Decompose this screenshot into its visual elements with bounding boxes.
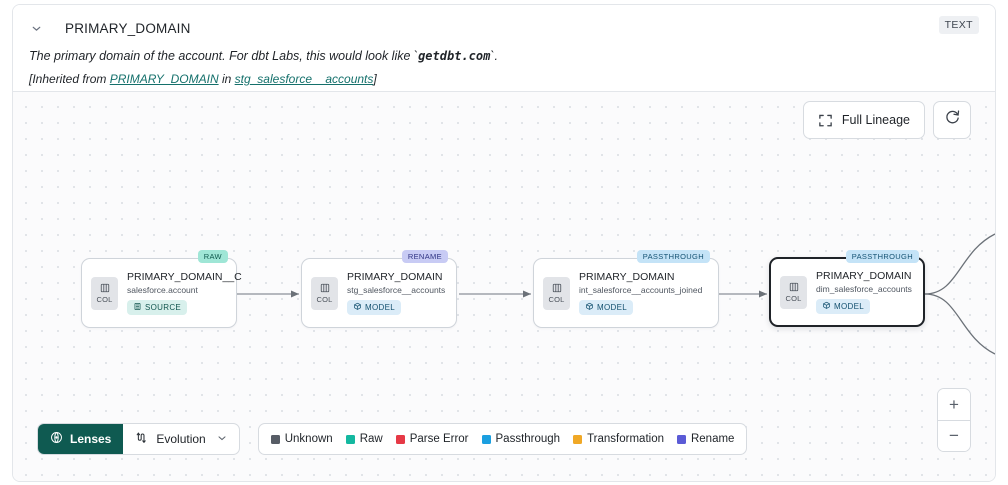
evolution-button[interactable]: Evolution — [123, 424, 238, 454]
node-2-pill: RENAME — [401, 250, 448, 263]
description-suffix: `. — [490, 49, 498, 63]
expand-corners-icon — [818, 113, 833, 128]
legend-item-rename: Rename — [676, 433, 735, 445]
type-badge: TEXT — [938, 16, 979, 34]
node-2-col-icon: COL — [311, 276, 338, 310]
inherited-from-note: [Inherited from PRIMARY_DOMAIN in stg_sa… — [29, 72, 979, 86]
edge-out-top — [924, 233, 995, 295]
node-1-subtitle: salesforce.account — [127, 285, 198, 295]
legend-label-passthrough: Passthrough — [495, 433, 561, 445]
lineage-node-4[interactable]: PASSTHROUGH COL PRIMARY_DOMAIN dim_sales… — [769, 250, 925, 327]
legend-swatch-unknown — [270, 434, 280, 444]
bottom-toolbar: Lenses Evolution — [37, 423, 748, 455]
node-4-col-icon: COL — [780, 275, 807, 309]
node-4-name: PRIMARY_DOMAIN — [816, 270, 912, 282]
inherited-column-link[interactable]: PRIMARY_DOMAIN — [109, 71, 219, 86]
lineage-node-1[interactable]: RAW COL PRIMARY_DOMAIN__C salesforce.acc… — [81, 250, 242, 328]
evolution-icon — [134, 431, 148, 448]
node-2-subtitle: stg_salesforce__accounts — [347, 285, 446, 295]
node-4-body: PRIMARY_DOMAIN dim_salesforce_accounts M… — [816, 270, 912, 314]
node-4-tag-label: MODEL — [834, 302, 864, 311]
cube-icon — [585, 302, 594, 313]
node-2-body: PRIMARY_DOMAIN stg_salesforce__accounts … — [347, 271, 445, 315]
refresh-icon — [944, 109, 961, 131]
node-3-tag-label: MODEL — [597, 303, 627, 312]
node-3-col-label: COL — [548, 295, 565, 304]
zoom-in-button[interactable]: + — [938, 389, 970, 420]
node-1-col-label: COL — [96, 295, 113, 304]
full-lineage-label: Full Lineage — [841, 113, 910, 127]
canvas-controls: Full Lineage — [802, 101, 971, 139]
node-2-tag-label: MODEL — [365, 303, 395, 312]
node-1-pill: RAW — [197, 250, 228, 263]
full-lineage-button[interactable]: Full Lineage — [802, 101, 925, 139]
legend-item-raw: Raw — [345, 433, 383, 445]
node-4-tag: MODEL — [816, 299, 870, 314]
legend-swatch-parse-error — [395, 434, 405, 444]
node-1-tag-label: SOURCE — [145, 303, 182, 312]
node-2-tag: MODEL — [347, 300, 401, 315]
lenses-button[interactable]: Lenses — [38, 424, 124, 454]
column-lineage-panel: PRIMARY_DOMAIN TEXT The primary domain o… — [12, 4, 996, 482]
page-title: PRIMARY_DOMAIN — [65, 20, 191, 36]
lineage-node-2[interactable]: RENAME COL PRIMARY_DOMAIN stg_salesforce… — [301, 250, 457, 328]
node-1-body: PRIMARY_DOMAIN__C salesforce.account SOU… — [127, 271, 242, 315]
legend-label-raw: Raw — [359, 433, 383, 445]
inherited-prefix: [Inherited from — [29, 71, 110, 86]
legend-item-passthrough: Passthrough — [481, 433, 561, 445]
edge-out-bottom — [924, 293, 995, 355]
node-1-col-icon: COL — [91, 276, 118, 310]
column-description: The primary domain of the account. For d… — [29, 48, 979, 65]
legend-label-parse-error: Parse Error — [409, 433, 469, 445]
node-4-subtitle: dim_salesforce_accounts — [816, 284, 912, 294]
column-header: PRIMARY_DOMAIN TEXT The primary domain o… — [13, 5, 995, 91]
evolution-label: Evolution — [156, 432, 206, 446]
cube-icon — [822, 301, 831, 312]
lineage-node-3[interactable]: PASSTHROUGH COL PRIMARY_DOMAIN int_sales… — [533, 250, 719, 328]
node-1-name: PRIMARY_DOMAIN__C — [127, 271, 242, 283]
description-prefix: The primary domain of the account. For d… — [29, 49, 419, 63]
chevron-down-icon — [216, 432, 228, 447]
node-2-name: PRIMARY_DOMAIN — [347, 271, 443, 283]
legend-item-unknown: Unknown — [270, 433, 333, 445]
node-2-col-label: COL — [316, 295, 333, 304]
node-3-name: PRIMARY_DOMAIN — [579, 271, 675, 283]
node-3-subtitle: int_salesforce__accounts_joined — [579, 285, 703, 295]
legend-swatch-transformation — [573, 434, 583, 444]
database-icon — [133, 302, 142, 313]
refresh-button[interactable] — [933, 101, 971, 139]
node-4-pill: PASSTHROUGH — [845, 250, 919, 263]
legend-label-unknown: Unknown — [284, 433, 333, 445]
node-3-tag: MODEL — [579, 300, 633, 315]
legend-label-rename: Rename — [690, 433, 735, 445]
node-4-col-label: COL — [785, 294, 802, 303]
node-3-body: PRIMARY_DOMAIN int_salesforce__accounts_… — [579, 271, 702, 315]
node-3-pill: PASSTHROUGH — [636, 250, 710, 263]
title-row: PRIMARY_DOMAIN — [29, 17, 979, 39]
legend-item-transformation: Transformation — [573, 433, 664, 445]
chevron-down-icon[interactable] — [29, 21, 43, 35]
zoom-out-button[interactable]: − — [938, 420, 970, 451]
legend-swatch-rename — [676, 434, 686, 444]
inherited-model-link[interactable]: stg_salesforce__accounts — [234, 71, 374, 86]
inherited-middle: in — [218, 71, 235, 86]
legend: Unknown Raw Parse Error Passthrough Tran… — [257, 423, 748, 455]
lineage-canvas[interactable]: Full Lineage + − RAW — [13, 91, 995, 481]
inherited-suffix: ] — [373, 71, 377, 86]
legend-label-transformation: Transformation — [587, 433, 664, 445]
description-code: getdbt.com — [418, 49, 491, 63]
lens-icon — [50, 431, 63, 447]
zoom-controls: + − — [937, 388, 971, 452]
node-3-col-icon: COL — [543, 276, 570, 310]
node-1-tag: SOURCE — [127, 300, 188, 315]
legend-swatch-passthrough — [481, 434, 491, 444]
legend-item-parse-error: Parse Error — [395, 433, 469, 445]
lenses-label: Lenses — [70, 432, 112, 446]
legend-swatch-raw — [345, 434, 355, 444]
lenses-segmented-control: Lenses Evolution — [37, 423, 240, 455]
cube-icon — [353, 302, 362, 313]
